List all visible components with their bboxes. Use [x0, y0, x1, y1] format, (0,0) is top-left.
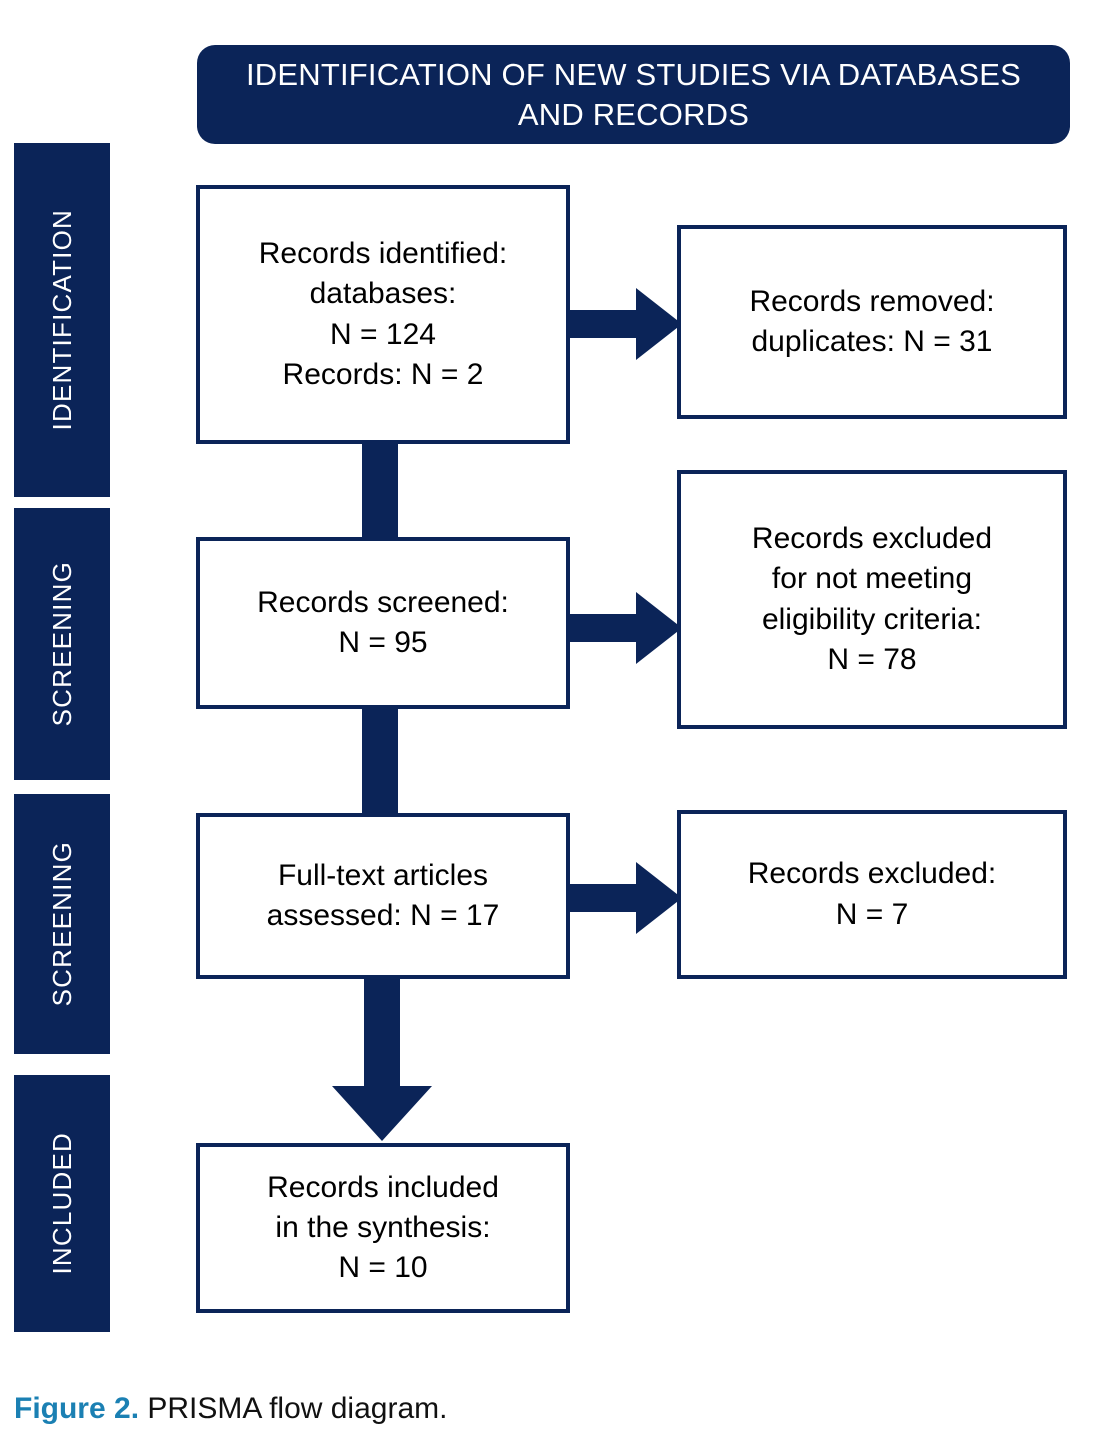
box-records-screened: Records screened: N = 95 [196, 537, 570, 709]
stage-label-identification: IDENTIFICATION [46, 209, 77, 431]
arrow-right-icon [566, 862, 682, 934]
stage-label-screening-1: SCREENING [46, 561, 77, 727]
figure-caption-text: PRISMA flow diagram. [139, 1392, 448, 1425]
arrow-right-icon [566, 592, 682, 664]
figure-title: IDENTIFICATION OF NEW STUDIES VIA DATABA… [245, 56, 1022, 132]
connector-fulltext-to-excluded [566, 862, 682, 934]
figure-caption-number: Figure 2. [14, 1392, 140, 1425]
box-fulltext-assessed: Full-text articles assessed: N = 17 [196, 813, 570, 979]
box-fulltext-assessed-text: Full-text articles assessed: N = 17 [266, 858, 500, 932]
figure-caption: Figure 2. PRISMA flow diagram. [14, 1392, 447, 1426]
connector-identified-to-screened [362, 440, 398, 544]
connector-screened-to-excluded-eligibility [566, 592, 682, 664]
figure-title-banner: IDENTIFICATION OF NEW STUDIES VIA DATABA… [197, 45, 1070, 144]
connector-identified-to-removed [566, 288, 682, 360]
box-records-excluded-eligibility: Records excluded for not meeting eligibi… [677, 470, 1067, 729]
box-records-identified-text: Records identified: databases: N = 124 R… [258, 237, 508, 391]
stage-bar-identification: IDENTIFICATION [14, 143, 110, 497]
box-records-screened-text: Records screened: N = 95 [257, 585, 509, 659]
stage-label-screening-2: SCREENING [46, 841, 77, 1007]
box-records-removed: Records removed: duplicates: N = 31 [677, 225, 1067, 419]
box-records-excluded: Records excluded: N = 7 [677, 810, 1067, 979]
connector-bar-icon [362, 706, 398, 820]
stage-bar-screening-1: SCREENING [14, 508, 110, 780]
connector-fulltext-to-included [332, 978, 432, 1141]
box-records-excluded-text: Records excluded: N = 7 [747, 857, 997, 931]
box-records-included-text: Records included in the synthesis: N = 1… [267, 1170, 499, 1285]
box-records-identified: Records identified: databases: N = 124 R… [196, 185, 570, 444]
connector-bar-icon [362, 440, 398, 544]
box-records-included: Records included in the synthesis: N = 1… [196, 1143, 570, 1313]
arrow-down-icon [332, 978, 432, 1141]
arrow-right-icon [566, 288, 682, 360]
connector-screened-to-fulltext [362, 706, 398, 820]
box-records-removed-text: Records removed: duplicates: N = 31 [749, 284, 995, 358]
stage-bar-included: INCLUDED [14, 1075, 110, 1332]
stage-label-included: INCLUDED [46, 1132, 77, 1275]
box-records-excluded-eligibility-text: Records excluded for not meeting eligibi… [751, 522, 993, 676]
stage-bar-screening-2: SCREENING [14, 794, 110, 1054]
